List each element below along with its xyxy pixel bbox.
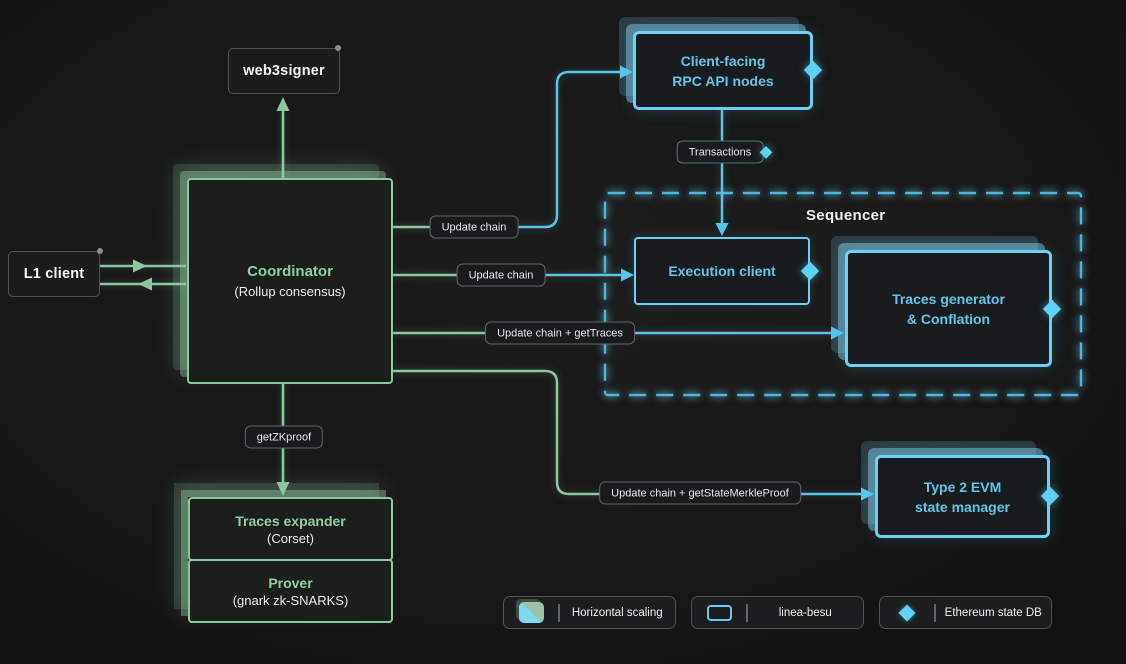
legend-icon-wrap [692,604,746,621]
l1-client-corner-dot [97,248,103,254]
web3signer-corner-dot [335,45,341,51]
node-web3signer: web3signer [228,48,340,94]
legend-icon-wrap [880,604,934,621]
node-traces-generator: Traces generator & Conflation [845,250,1052,367]
client-facing-rpc-line2: RPC API nodes [672,72,774,89]
legend-icon-wrap [504,602,558,623]
node-execution-client: Execution client [634,237,810,305]
prover-title: Prover [268,574,313,591]
node-prover: Prover (gnark zk-SNARKS) [188,559,393,623]
legend-item-ethereum-state-db: Ethereum state DB [879,596,1052,629]
coordinator-title: Coordinator [247,263,333,280]
edge-coordinator-to-rpc [393,70,626,229]
web3signer-label: web3signer [243,63,325,79]
node-type2-evm-state-manager: Type 2 EVM state manager [875,455,1050,538]
coordinator-subtitle: (Rollup consensus) [234,284,346,299]
ethereum-state-db-icon [898,604,916,621]
legend-item-horizontal-scaling: Horizontal scaling [503,596,676,629]
legend-label-ethereum-state-db: Ethereum state DB [944,606,1042,619]
sequencer-container-border [603,191,1083,397]
legend-label-horizontal-scaling: Horizontal scaling [571,606,663,619]
node-prover-group: Traces expander (Corset) Prover (gnark z… [188,497,393,623]
client-facing-rpc-line1: Client-facing [680,52,766,69]
legend-divider [934,603,936,622]
linea-besu-icon [706,604,732,621]
traces-expander-subtitle: (Corset) [267,530,314,546]
edge-label-update-chain-getstatemerkleproof: Update chain + getStateMerkleProof [599,481,801,505]
node-traces-expander: Traces expander (Corset) [188,497,393,561]
traces-generator-line1: Traces generator [892,290,1005,307]
edge-label-getzkproof: getZKproof [244,425,324,449]
l1-client-label: L1 client [23,266,85,282]
type2-evm-line2: state manager [915,498,1010,515]
node-client-facing-rpc: Client-facing RPC API nodes [633,31,813,110]
legend-divider [558,603,560,622]
node-l1-client: L1 client [8,251,100,297]
type2-evm-line1: Type 2 EVM [923,478,1002,495]
edge-label-transactions: Transactions [676,140,764,164]
edge-label-update-chain-2: Update chain [456,263,546,287]
traces-generator-line2: & Conflation [906,310,991,327]
edge-label-update-chain-gettraces: Update chain + getTraces [485,321,635,345]
traces-expander-title: Traces expander [235,512,346,529]
legend-divider [746,603,748,622]
node-coordinator: Coordinator (Rollup consensus) [187,178,393,384]
execution-client-label: Execution client [668,263,776,279]
legend-item-linea-besu: linea-besu [691,596,864,629]
edge-label-update-chain-1: Update chain [429,215,519,239]
sequencer-title: Sequencer [806,207,886,224]
edge-coordinator-to-state-manager [393,369,862,496]
horizontal-scaling-icon [518,602,544,623]
prover-subtitle: (gnark zk-SNARKS) [232,592,349,608]
legend-label-linea-besu: linea-besu [778,606,832,619]
